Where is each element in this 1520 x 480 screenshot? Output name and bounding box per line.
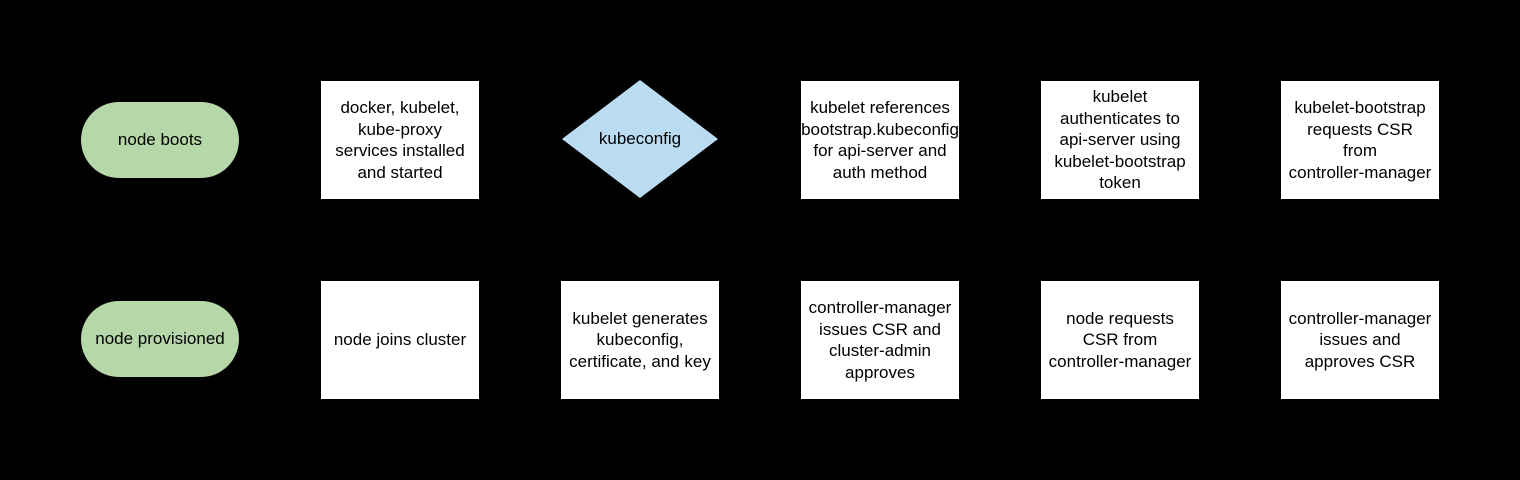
node-label: kubelet references bootstrap.kubeconfig … [801,98,959,182]
process-cm-issues-and-approves-csr: controller-manager issues and approves C… [1281,281,1439,399]
node-label: kubelet generates kubeconfig, certificat… [569,308,711,371]
terminator-node-boots: node boots [81,102,239,178]
node-label: controller-manager issues and approves C… [1288,308,1432,371]
node-label: node boots [117,130,203,150]
node-label: node joins cluster [333,330,467,350]
process-node-requests-csr: node requests CSR from controller-manage… [1041,281,1199,399]
process-kubelet-references-bootstrap: kubelet references bootstrap.kubeconfig … [801,81,959,199]
node-label: controller-manager issues CSR and cluste… [808,298,952,382]
node-label: kubelet authenticates to api-server usin… [1054,87,1186,193]
process-kubelet-authenticates: kubelet authenticates to api-server usin… [1041,81,1199,199]
process-node-joins-cluster: node joins cluster [321,281,479,399]
node-label: docker, kubelet, kube-proxy services ins… [335,98,465,182]
node-label: kubelet-bootstrap requests CSR from cont… [1288,98,1432,182]
process-cm-issues-csr-admin-approves: controller-manager issues CSR and cluste… [801,281,959,399]
process-kubelet-generates-kubeconfig: kubelet generates kubeconfig, certificat… [561,281,719,399]
process-kubelet-bootstrap-requests-csr: kubelet-bootstrap requests CSR from cont… [1281,81,1439,199]
node-label: kubeconfig [598,129,682,149]
terminator-node-provisioned: node provisioned [81,301,239,377]
process-services-installed: docker, kubelet, kube-proxy services ins… [321,81,479,199]
decision-kubeconfig: kubeconfig [562,80,718,198]
node-label: node requests CSR from controller-manage… [1048,308,1192,371]
node-label: node provisioned [95,329,225,349]
